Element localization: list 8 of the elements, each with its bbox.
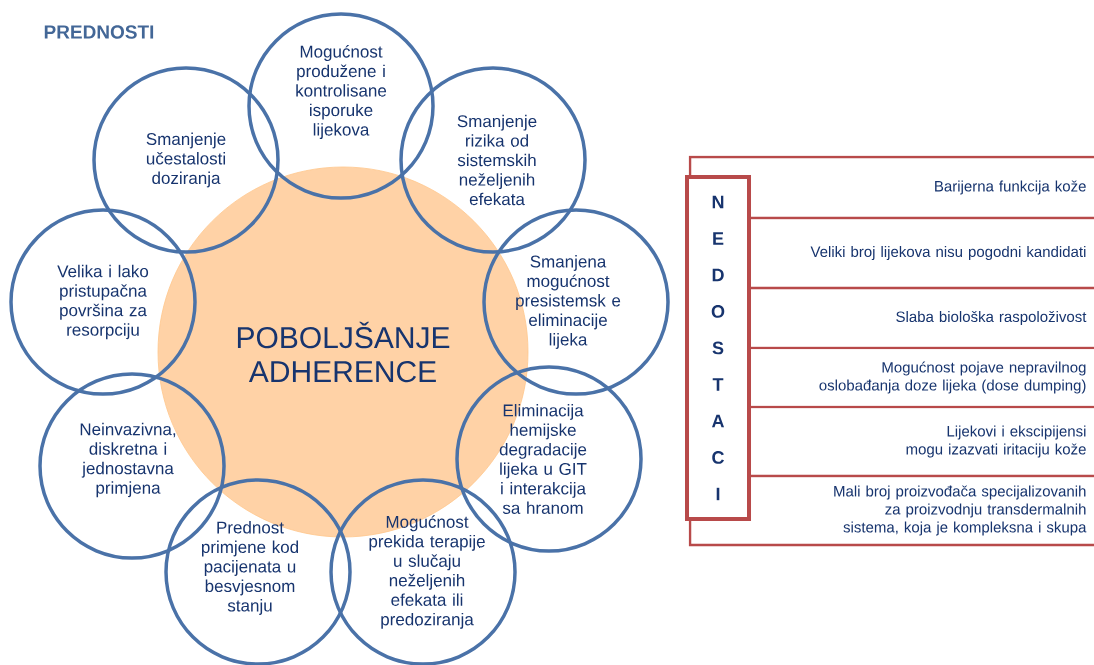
- heading-box: N E D O S T A C I: [685, 175, 751, 521]
- table-row: Mali broj proizvođača specijalizovanih za proizvodnju transdermalnih sistema, koja je kompleksna i skupa: [834, 485, 1087, 536]
- table-row: Lijekovi i ekscipijensi mogu izazvati iritaciju kože: [906, 425, 1086, 458]
- heading: PREDNOSTI: [44, 25, 154, 39]
- table-row: Slaba biološka raspoloživost: [896, 311, 1087, 325]
- table-row: Veliki broj lijekova nisu pogodni kandidati: [810, 246, 1086, 260]
- table-row: Barijerna funkcija kože: [935, 180, 1086, 195]
- table-row: Mogućnost pojave nepravilnog oslobađanja doze lijeka (dose dumping): [819, 361, 1086, 394]
